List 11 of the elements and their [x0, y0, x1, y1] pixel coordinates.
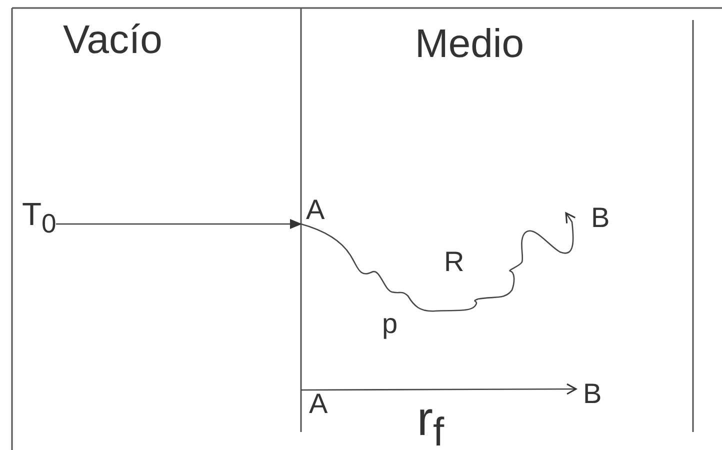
path-label: p [382, 310, 398, 338]
arrow [55, 219, 302, 229]
point-label: B [577, 380, 602, 408]
path-label: R [444, 248, 464, 276]
point-label: B [567, 204, 610, 232]
point-label: A [301, 196, 325, 224]
region-title: Medio [415, 24, 524, 64]
particle-path [300, 212, 576, 312]
point-label: A [301, 390, 328, 418]
arrow [301, 383, 577, 395]
region-title: Vacío [63, 20, 162, 60]
